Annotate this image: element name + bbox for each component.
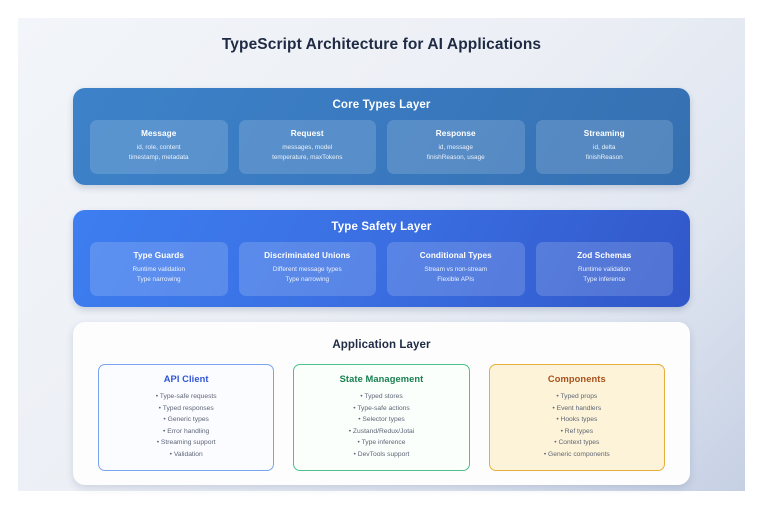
safety-card-conditional-types-title: Conditional Types: [419, 251, 492, 260]
page-title: TypeScript Architecture for AI Applicati…: [221, 36, 542, 53]
type-safety-layer-title: Type Safety Layer: [331, 221, 432, 233]
application-cards-row: API Client • Type-safe requests • Typed …: [73, 364, 690, 472]
safety-card-discriminated-unions[interactable]: Discriminated Unions Different message t…: [238, 242, 376, 296]
core-card-message-line2: timestamp, metadata: [128, 154, 189, 162]
safety-card-type-guards-line1: Runtime validation: [132, 266, 186, 273]
core-card-response-line1: id, message: [438, 144, 473, 151]
safety-card-type-guards-title: Type Guards: [133, 251, 185, 260]
safety-card-conditional-types-line2: Flexible APIs: [437, 276, 475, 284]
safety-card-zod-schemas[interactable]: Zod Schemas Runtime validation Type infe…: [535, 242, 673, 296]
app-card-state-management-bullet-4: • Zustand/Redux/Jotai: [348, 427, 415, 435]
core-card-streaming-line2: finishReason: [585, 154, 623, 162]
app-card-state-management-title: State Management: [339, 374, 424, 384]
core-card-request[interactable]: Request messages, model temperature, max…: [238, 120, 376, 174]
application-layer: Application Layer API Client • Type-safe…: [73, 322, 690, 485]
core-types-layer: Core Types Layer Message id, role, conte…: [73, 88, 690, 185]
core-types-layer-title: Core Types Layer: [332, 99, 431, 111]
app-card-state-management-bullet-1: • Typed stores: [360, 393, 403, 400]
core-card-message[interactable]: Message id, role, content timestamp, met…: [90, 120, 228, 174]
app-card-components-bullet-2: • Event handlers: [552, 404, 602, 412]
safety-card-discriminated-unions-line2: Type narrowing: [285, 276, 330, 284]
safety-card-zod-schemas-line1: Runtime validation: [577, 266, 631, 273]
app-card-api-client-bullet-1: • Type-safe requests: [155, 393, 217, 400]
core-card-request-title: Request: [290, 129, 324, 138]
app-card-state-management-bullet-5: • Type inference: [357, 439, 406, 447]
app-card-components-bullet-3: • Hooks types: [556, 416, 598, 424]
app-card-api-client-bullet-3: • Generic types: [163, 416, 209, 424]
app-card-state-management[interactable]: State Management • Typed stores • Type-s…: [293, 364, 470, 472]
app-card-state-management-bullet-2: • Type-safe actions: [353, 404, 410, 412]
safety-card-zod-schemas-line2: Type inference: [583, 276, 626, 284]
core-card-message-title: Message: [141, 129, 177, 138]
app-card-api-client-bullet-4: • Error handling: [163, 427, 210, 435]
app-card-state-management-bullet-6: • DevTools support: [353, 450, 410, 458]
app-card-components[interactable]: Components • Typed props • Event handler…: [488, 364, 665, 472]
safety-card-type-guards-line2: Type narrowing: [136, 276, 181, 284]
safety-card-zod-schemas-title: Zod Schemas: [577, 251, 632, 260]
safety-card-discriminated-unions-title: Discriminated Unions: [264, 251, 351, 260]
app-card-components-bullet-6: • Generic components: [543, 450, 610, 458]
safety-card-conditional-types[interactable]: Conditional Types Stream vs non-stream F…: [387, 242, 525, 296]
safety-card-type-guards[interactable]: Type Guards Runtime validation Type narr…: [90, 242, 228, 296]
type-safety-layer: Type Safety Layer Type Guards Runtime va…: [73, 210, 690, 307]
app-card-components-bullet-5: • Context types: [554, 439, 600, 447]
application-layer-title: Application Layer: [332, 339, 431, 351]
app-card-state-management-bullet-3: • Selector types: [358, 416, 405, 424]
core-card-response-title: Response: [435, 129, 476, 138]
core-types-cards-row: Message id, role, content timestamp, met…: [73, 120, 690, 188]
core-card-request-line2: temperature, maxTokens: [272, 154, 343, 162]
app-card-components-bullet-1: • Typed props: [556, 393, 598, 400]
app-card-api-client[interactable]: API Client • Type-safe requests • Typed …: [98, 364, 275, 472]
core-card-response[interactable]: Response id, message finishReason, usage: [387, 120, 525, 174]
safety-card-conditional-types-line1: Stream vs non-stream: [424, 266, 488, 273]
core-card-response-line2: finishReason, usage: [426, 154, 485, 162]
core-card-message-line1: id, role, content: [136, 144, 181, 151]
app-card-api-client-title: API Client: [163, 374, 209, 384]
core-card-streaming[interactable]: Streaming id, delta finishReason: [535, 120, 673, 174]
architecture-diagram-frame: TypeScript Architecture for AI Applicati…: [18, 18, 745, 491]
app-card-components-bullet-4: • Ref types: [560, 427, 594, 435]
safety-card-discriminated-unions-line1: Different message types: [272, 266, 342, 273]
core-card-streaming-line1: id, delta: [593, 144, 616, 151]
app-card-api-client-bullet-6: • Validation: [169, 450, 203, 458]
core-card-request-line1: messages, model: [282, 144, 333, 151]
app-card-components-title: Components: [547, 374, 606, 384]
app-card-api-client-bullet-5: • Streaming support: [156, 439, 216, 447]
type-safety-cards-row: Type Guards Runtime validation Type narr…: [73, 242, 690, 310]
app-card-api-client-bullet-2: • Typed responses: [158, 404, 214, 412]
core-card-streaming-title: Streaming: [583, 129, 625, 138]
